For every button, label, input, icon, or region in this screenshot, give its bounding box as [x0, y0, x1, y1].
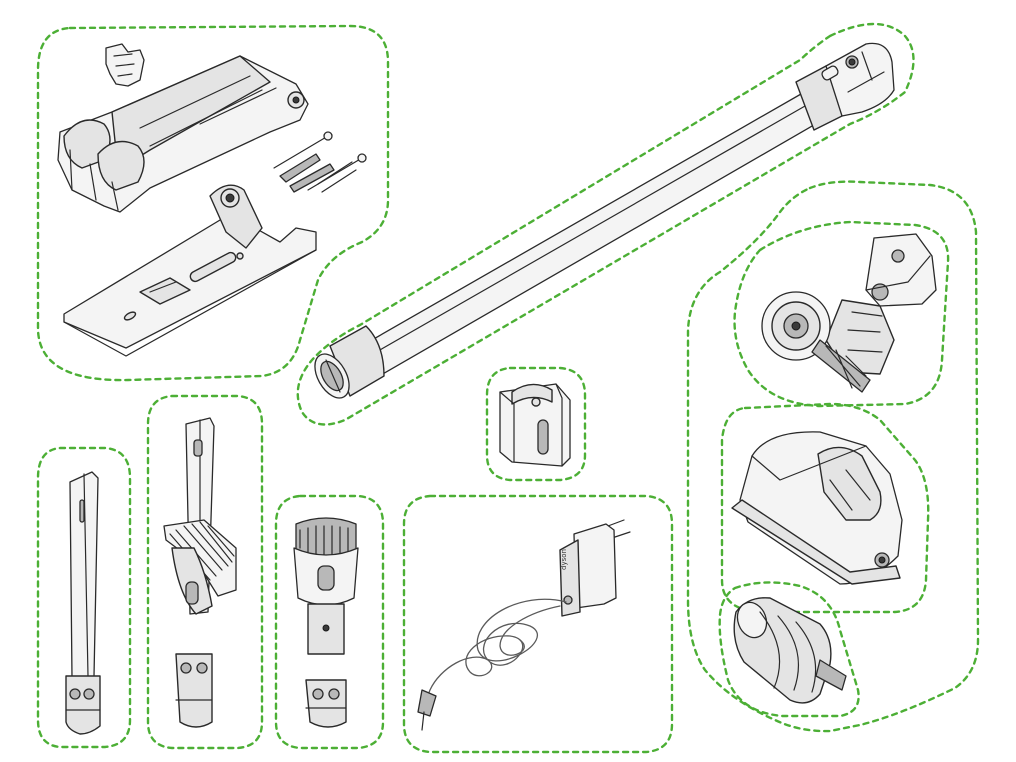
combination-tool-icon	[163, 417, 237, 728]
group-outline-charger	[402, 494, 674, 754]
charger-icon: dyson	[417, 519, 631, 731]
group-outline-combination-tool	[146, 394, 264, 750]
crevice-tool-icon	[65, 471, 101, 735]
dock-upper-body-icon	[57, 55, 309, 213]
dock-screws-icon	[273, 131, 367, 193]
group-outline-wand	[296, 22, 915, 426]
fluffy-head-icon	[731, 431, 903, 585]
group-outline-cleaner-heads	[686, 180, 980, 733]
charger-logo-text: dyson	[560, 549, 568, 570]
group-outline-crevice-tool	[36, 446, 132, 749]
group-outline-soft-dusting-brush	[274, 494, 385, 750]
dock-adapter-clip-icon	[105, 43, 145, 87]
group-outline-head-roller	[718, 581, 860, 718]
soft-dusting-brush-icon	[293, 517, 359, 728]
tool-clip-icon	[499, 383, 571, 467]
group-outline-head-fluffy	[720, 402, 930, 614]
group-outline-tool-clip	[485, 366, 587, 482]
group-outline-wall-dock	[36, 24, 390, 382]
dock-wall-plate-icon	[63, 184, 317, 357]
wall-dock-icon	[57, 43, 367, 357]
motorbar-head-icon	[761, 233, 937, 393]
cleaner-heads-icon	[731, 233, 937, 704]
extension-wand-icon	[314, 42, 895, 399]
soft-roller-icon	[733, 597, 847, 704]
group-outline-head-motorbar	[733, 220, 950, 408]
